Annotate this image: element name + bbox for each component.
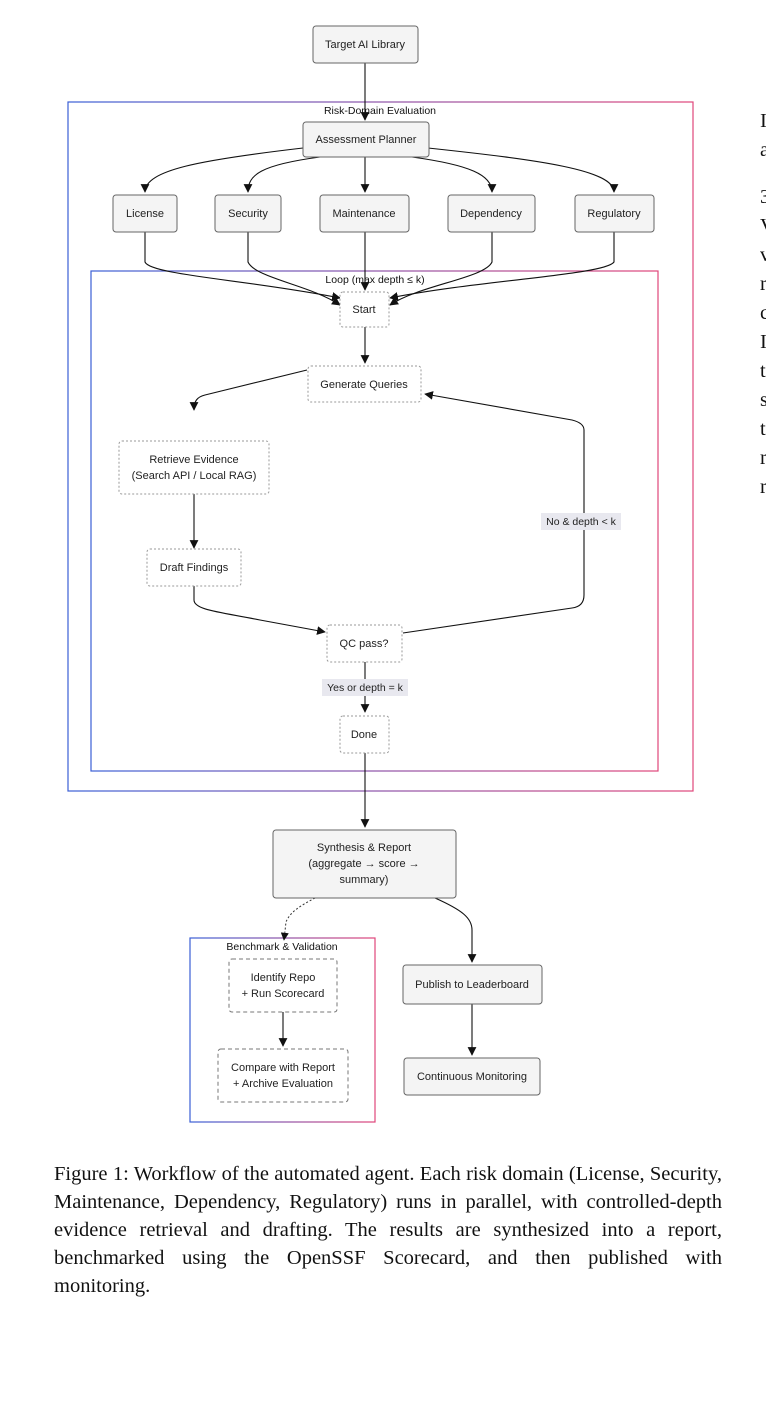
generate-node bbox=[307, 365, 422, 403]
domain-label-dependency: Dependency bbox=[460, 208, 522, 220]
synthesis-label-line3: summary) bbox=[340, 874, 389, 886]
planner-label: Assessment Planner bbox=[316, 134, 417, 146]
planner-node bbox=[302, 121, 430, 158]
domain-node-maintenance bbox=[319, 194, 410, 233]
side-char: I bbox=[760, 110, 766, 132]
qc-label: QC pass? bbox=[340, 638, 389, 650]
publish-node bbox=[402, 964, 543, 1005]
benchmark-title: Benchmark & Validation bbox=[226, 941, 337, 953]
side-char: t bbox=[760, 418, 766, 440]
compare-label-line2: + Archive Evaluation bbox=[233, 1078, 333, 1090]
domain-node-regulatory bbox=[574, 194, 655, 233]
domain-label-license: License bbox=[126, 208, 164, 220]
figure-caption: Figure 1: Workflow of the automated agen… bbox=[54, 1163, 722, 1297]
yes-branch-label: Yes or depth = k bbox=[327, 682, 404, 694]
start-node bbox=[339, 291, 390, 328]
side-char: r bbox=[760, 447, 766, 469]
domain-node-security bbox=[214, 194, 282, 233]
retrieve-label-line1: Retrieve Evidence bbox=[149, 454, 238, 466]
risk-domain-group bbox=[67, 101, 694, 792]
side-char: t bbox=[760, 360, 766, 382]
no-branch-label: No & depth < k bbox=[546, 516, 617, 528]
synthesis-node bbox=[272, 829, 457, 899]
identify-label-line1: Identify Repo bbox=[251, 972, 316, 984]
side-char: I bbox=[760, 331, 766, 353]
synthesis-label-line1: Synthesis & Report bbox=[317, 842, 411, 854]
done-node bbox=[339, 715, 390, 754]
draft-label: Draft Findings bbox=[160, 562, 229, 574]
domain-node-license bbox=[112, 194, 178, 233]
workflow-diagram: Risk-Domain Evaluation Loop (max depth ≤… bbox=[67, 25, 694, 1123]
identify-label-line2: + Run Scorecard bbox=[242, 988, 325, 1000]
yes-label-bg bbox=[322, 679, 408, 696]
compare-label-line1: Compare with Report bbox=[231, 1062, 335, 1074]
risk-domain-title: Risk-Domain Evaluation bbox=[324, 105, 436, 117]
domain-node-dependency bbox=[447, 194, 536, 233]
identify-node bbox=[228, 958, 338, 1013]
target-node bbox=[312, 25, 419, 64]
side-char: c bbox=[760, 302, 766, 324]
domain-label-regulatory: Regulatory bbox=[587, 208, 641, 220]
monitor-label: Continuous Monitoring bbox=[417, 1071, 527, 1083]
side-char: r bbox=[760, 273, 766, 295]
cropped-side-text: I a 3 V v r c I t s t r r bbox=[760, 110, 766, 505]
draft-node bbox=[146, 548, 242, 587]
target-label: Target AI Library bbox=[325, 39, 406, 51]
synthesis-label-line2: (aggregate → score → bbox=[308, 858, 419, 870]
loop-title: Loop (max depth ≤ k) bbox=[325, 274, 424, 286]
side-char: V bbox=[760, 215, 766, 244]
retrieve-node bbox=[118, 440, 270, 495]
generate-label: Generate Queries bbox=[320, 379, 408, 391]
loop-group bbox=[90, 270, 659, 772]
side-char: v bbox=[760, 244, 766, 266]
side-char: r bbox=[760, 476, 766, 498]
no-label-bg bbox=[541, 513, 621, 530]
start-label: Start bbox=[352, 304, 375, 316]
monitor-node bbox=[403, 1057, 541, 1096]
domain-label-security: Security bbox=[228, 208, 268, 220]
edges bbox=[140, 63, 619, 1056]
compare-node bbox=[217, 1048, 349, 1103]
publish-label: Publish to Leaderboard bbox=[415, 979, 529, 991]
side-char: a bbox=[760, 139, 766, 161]
side-char: s bbox=[760, 389, 766, 411]
qc-node bbox=[326, 624, 403, 663]
side-char: 3 bbox=[760, 186, 766, 208]
done-label: Done bbox=[351, 729, 377, 741]
retrieve-label-line2: (Search API / Local RAG) bbox=[132, 470, 257, 482]
domain-label-maintenance: Maintenance bbox=[333, 208, 396, 220]
